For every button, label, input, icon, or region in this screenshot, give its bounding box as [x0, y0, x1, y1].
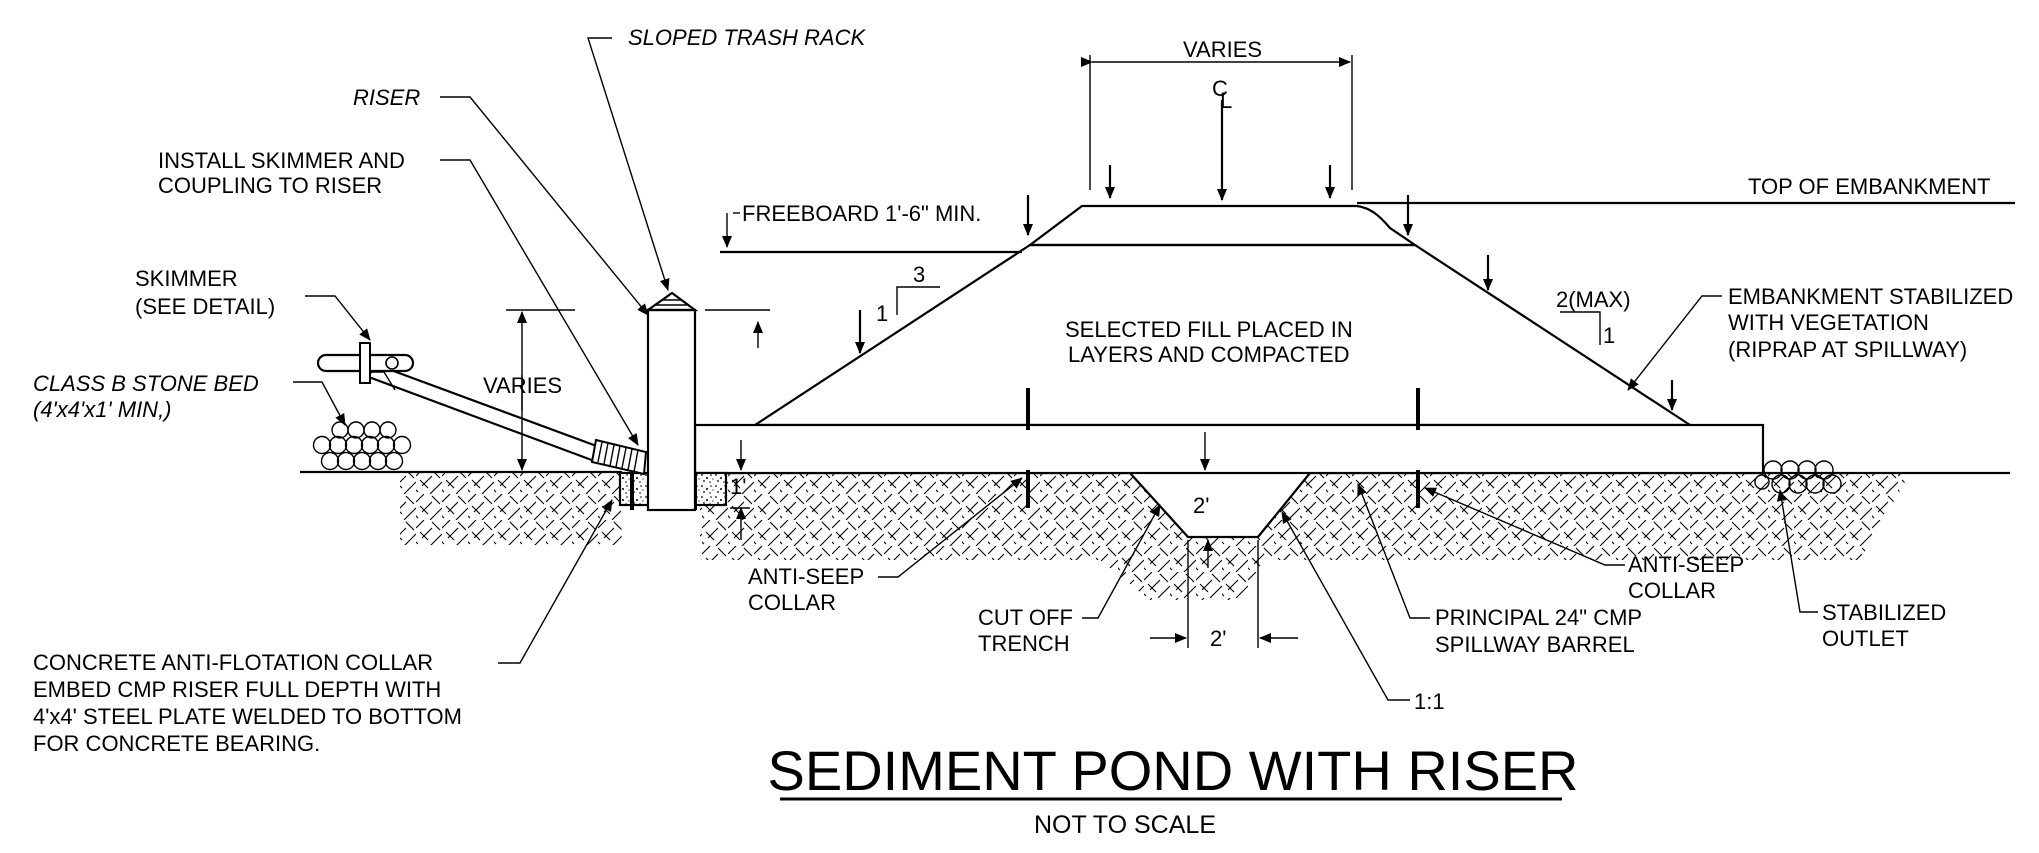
label-stabilized-outlet-line2: OUTLET — [1822, 626, 1909, 651]
label-cut-off-line1: CUT OFF — [978, 605, 1073, 630]
vegetation-arrows — [855, 165, 1677, 411]
label-trench-slope: 1:1 — [1414, 689, 1445, 714]
label-selected-fill-line2: LAYERS AND COMPACTED — [1068, 342, 1350, 367]
label-principal-line1: PRINCIPAL 24" CMP — [1435, 605, 1642, 630]
label-stabilized-outlet-line1: STABILIZED — [1822, 600, 1946, 625]
stone-bed — [312, 421, 412, 471]
label-slope-right-run: 2(MAX) — [1556, 287, 1631, 312]
label-trench-width: 2' — [1210, 626, 1226, 651]
riser-pipe — [646, 308, 697, 512]
label-slope-left-run: 3 — [913, 262, 925, 287]
label-skimmer-line1: SKIMMER — [135, 266, 238, 291]
label-collar-offset: 1' — [730, 474, 746, 499]
riser-assembly — [312, 291, 728, 512]
label-concrete-line4: FOR CONCRETE BEARING. — [33, 731, 320, 756]
label-freeboard: FREEBOARD 1'-6" MIN. — [742, 201, 981, 226]
label-anti-seep-right-line2: COLLAR — [1628, 578, 1716, 603]
label-top-of-embankment: TOP OF EMBANKMENT — [1748, 174, 1990, 199]
label-concrete-line2: EMBED CMP RISER FULL DEPTH WITH — [33, 677, 441, 702]
label-selected-fill-line1: SELECTED FILL PLACED IN — [1065, 317, 1353, 342]
soil-hatch-left — [400, 473, 622, 545]
label-embankment-line1: EMBANKMENT STABILIZED — [1728, 284, 2013, 309]
label-stone-bed-line1: CLASS B STONE BED — [33, 371, 259, 396]
label-stone-bed-line2: (4'x4'x1' MIN,) — [33, 397, 172, 422]
label-embankment-line2: WITH VEGETATION — [1728, 310, 1929, 335]
drawing-subtitle: NOT TO SCALE — [1034, 811, 1216, 839]
label-install-skimmer-line1: INSTALL SKIMMER AND — [158, 148, 405, 173]
label-riser: RISER — [353, 85, 420, 110]
embankment-topsoil — [1026, 204, 1419, 247]
spillway-barrel — [693, 388, 1842, 508]
title-block: SEDIMENT POND WITH RISER NOT TO SCALE — [767, 739, 1578, 839]
label-concrete-line1: CONCRETE ANTI-FLOTATION COLLAR — [33, 650, 433, 675]
label-trench-depth: 2' — [1193, 493, 1209, 518]
ground-section — [300, 470, 2010, 600]
centerline-l: L — [1220, 88, 1232, 113]
label-varies-top: VARIES — [1183, 37, 1262, 62]
dimension-lines — [506, 55, 1601, 648]
label-cut-off-line2: TRENCH — [978, 631, 1070, 656]
drawing-title: SEDIMENT POND WITH RISER — [767, 739, 1578, 802]
label-concrete-line3: 4'x4' STEEL PLATE WELDED TO BOTTOM — [33, 704, 462, 729]
label-sloped-trash-rack: SLOPED TRASH RACK — [628, 25, 866, 50]
leader-lines — [293, 37, 1818, 701]
label-principal-line2: SPILLWAY BARREL — [1435, 632, 1635, 657]
label-anti-seep-left-line2: COLLAR — [748, 590, 836, 615]
outlet-riprap — [1754, 460, 1842, 494]
label-install-skimmer-line2: COUPLING TO RISER — [158, 173, 382, 198]
skimmer-float — [316, 342, 415, 391]
label-embankment-line3: (RIPRAP AT SPILLWAY) — [1728, 337, 1967, 362]
embankment — [720, 165, 2015, 427]
label-varies-riser: VARIES — [483, 373, 562, 398]
trash-rack — [644, 291, 699, 312]
label-anti-seep-right-line1: ANTI-SEEP — [1628, 552, 1744, 577]
soil-hatch-main — [700, 473, 1910, 600]
label-slope-left-rise: 1 — [876, 301, 888, 326]
skimmer-coupling — [590, 438, 648, 476]
label-skimmer-line2: (SEE DETAIL) — [135, 294, 275, 319]
centerline-c: C — [1212, 76, 1228, 101]
labels: SLOPED TRASH RACK RISER INSTALL SKIMMER … — [33, 25, 2013, 756]
label-anti-seep-left-line1: ANTI-SEEP — [748, 564, 864, 589]
label-slope-right-rise: 1 — [1603, 323, 1615, 348]
